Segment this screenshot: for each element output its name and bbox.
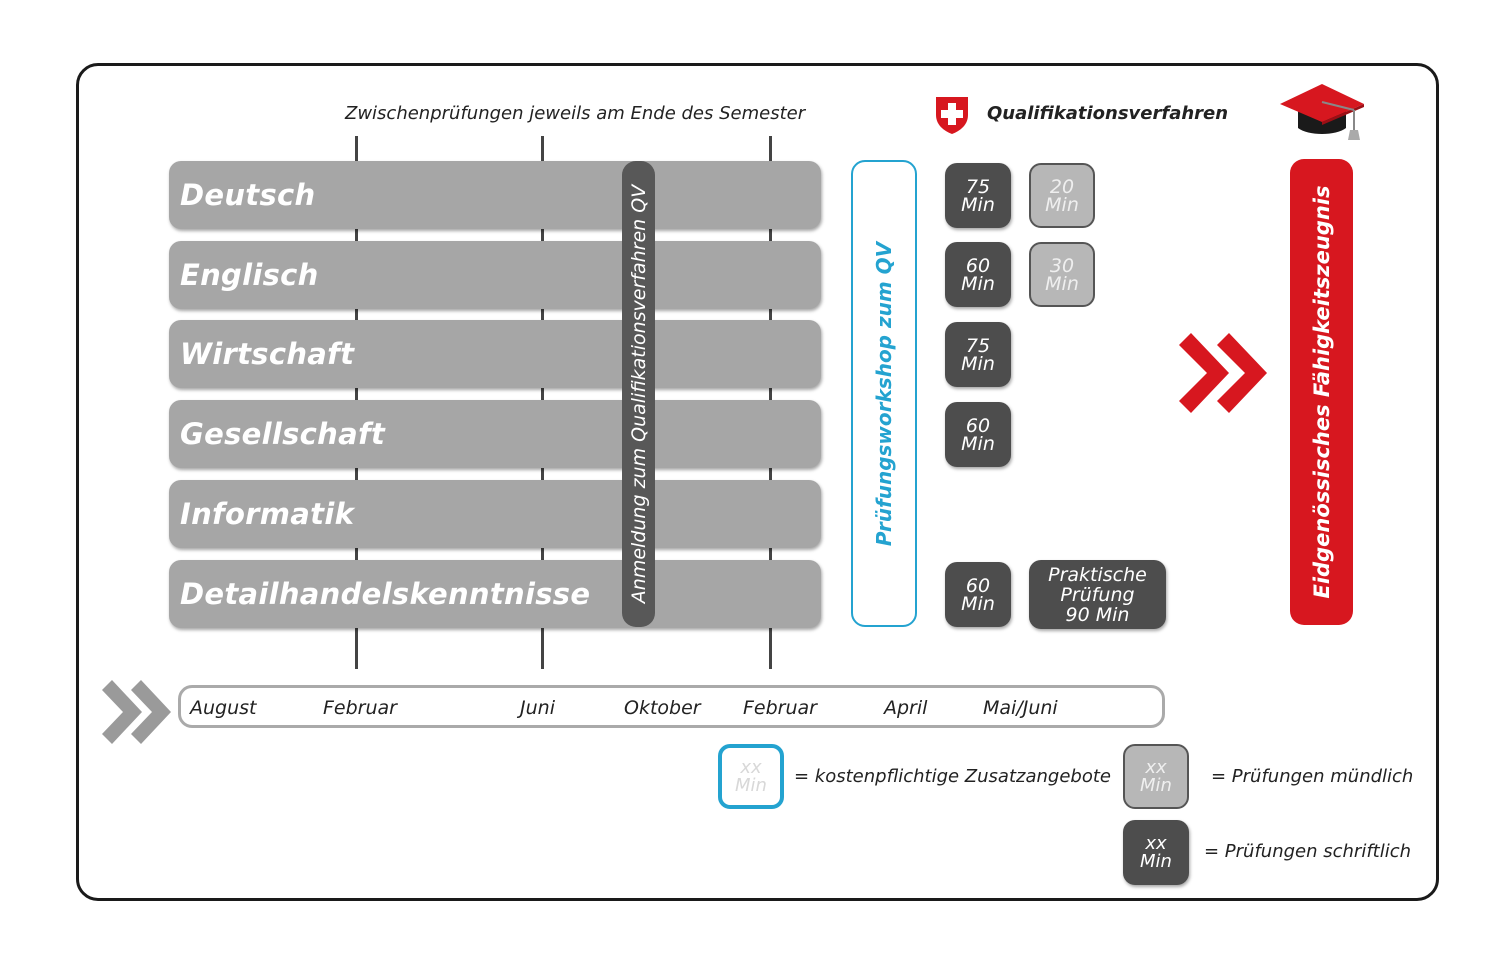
- subject-bar-informatik: Informatik: [169, 480, 821, 548]
- exam-unit: Min: [1045, 193, 1079, 216]
- subject-bar-detailhandel: Detailhandelskenntnisse: [169, 560, 821, 628]
- intermediate-exams-caption: Zwischenprüfungen jeweils am Ende des Se…: [345, 103, 806, 124]
- exam-written-englisch: 60 Min: [945, 242, 1011, 307]
- exam-duration: 75: [965, 334, 991, 357]
- exam-duration: 60: [965, 574, 991, 597]
- exam-practical-detailhandel: Praktische Prüfung 90 Min: [1029, 560, 1166, 629]
- exam-duration: 60: [965, 414, 991, 437]
- double-chevron-right-icon: [102, 680, 171, 744]
- double-chevron-right-icon: [1179, 333, 1267, 413]
- legend-box-line: xx: [740, 756, 762, 778]
- qv-registration-label: Anmeldung zum Qualifikationsverfahren QV: [627, 184, 650, 604]
- graduation-cap-icon: [1280, 84, 1364, 140]
- exam-duration: 30: [1049, 254, 1075, 277]
- subject-label: Gesellschaft: [180, 417, 386, 451]
- timeline-month: Oktober: [624, 697, 701, 719]
- certificate-label: Eidgenössisches Fähigkeitszeugnis: [1309, 185, 1334, 599]
- timeline-bar: [178, 685, 1165, 728]
- legend-written-box: xx Min: [1123, 820, 1189, 885]
- legend-box-line: xx: [1145, 756, 1167, 778]
- practical-line: Praktische: [1048, 563, 1147, 586]
- subject-label: Wirtschaft: [180, 337, 355, 371]
- swiss-shield-icon: [936, 97, 968, 134]
- exam-written-detailhandel: 60 Min: [945, 562, 1011, 627]
- exam-unit: Min: [961, 592, 995, 615]
- timeline-month: August: [190, 697, 257, 719]
- legend-written-text: = Prüfungen schriftlich: [1204, 841, 1412, 862]
- qv-title: Qualifikationsverfahren: [987, 103, 1229, 124]
- subject-bar-deutsch: Deutsch: [169, 161, 821, 229]
- subject-label: Detailhandelskenntnisse: [180, 577, 591, 611]
- subject-bar-englisch: Englisch: [169, 241, 821, 309]
- legend-box-line: Min: [735, 774, 767, 796]
- exam-duration: 20: [1049, 175, 1075, 198]
- timeline-month: Juni: [520, 697, 555, 719]
- subject-label: Informatik: [180, 497, 355, 531]
- legend-paid-box: xx Min: [718, 744, 784, 809]
- qv-workshop-label: Prüfungsworkshop zum QV: [872, 241, 896, 546]
- exam-written-gesellschaft: 60 Min: [945, 402, 1011, 467]
- exam-unit: Min: [961, 352, 995, 375]
- practical-line: Prüfung: [1060, 583, 1135, 606]
- legend-oral-text: = Prüfungen mündlich: [1211, 766, 1414, 787]
- legend-box-line: Min: [1140, 850, 1172, 872]
- exam-duration: 60: [965, 254, 991, 277]
- exam-unit: Min: [961, 432, 995, 455]
- subject-label: Englisch: [180, 258, 319, 292]
- timeline-month: April: [884, 697, 928, 719]
- exam-oral-deutsch: 20 Min: [1029, 163, 1095, 228]
- certificate-bar: Eidgenössisches Fähigkeitszeugnis: [1290, 159, 1353, 625]
- exam-unit: Min: [961, 272, 995, 295]
- qv-workshop-box: Prüfungsworkshop zum QV: [851, 160, 917, 627]
- exam-duration: 75: [965, 175, 991, 198]
- exam-unit: Min: [961, 193, 995, 216]
- legend-box-line: Min: [1140, 774, 1172, 796]
- legend-paid-text: = kostenpflichtige Zusatzangebote: [794, 766, 1111, 787]
- timeline-month: Februar: [323, 697, 397, 719]
- legend-oral-box: xx Min: [1123, 744, 1189, 809]
- legend-box-line: xx: [1145, 832, 1167, 854]
- exam-unit: Min: [1045, 272, 1079, 295]
- timeline-month: Februar: [743, 697, 817, 719]
- exam-oral-englisch: 30 Min: [1029, 242, 1095, 307]
- exam-written-deutsch: 75 Min: [945, 163, 1011, 228]
- exam-written-wirtschaft: 75 Min: [945, 322, 1011, 387]
- qv-registration-marker: Anmeldung zum Qualifikationsverfahren QV: [622, 161, 655, 627]
- subject-bar-gesellschaft: Gesellschaft: [169, 400, 821, 468]
- subject-bar-wirtschaft: Wirtschaft: [169, 320, 821, 388]
- timeline-month: Mai/Juni: [983, 697, 1058, 719]
- practical-line: 90 Min: [1065, 603, 1130, 626]
- subject-label: Deutsch: [180, 178, 316, 212]
